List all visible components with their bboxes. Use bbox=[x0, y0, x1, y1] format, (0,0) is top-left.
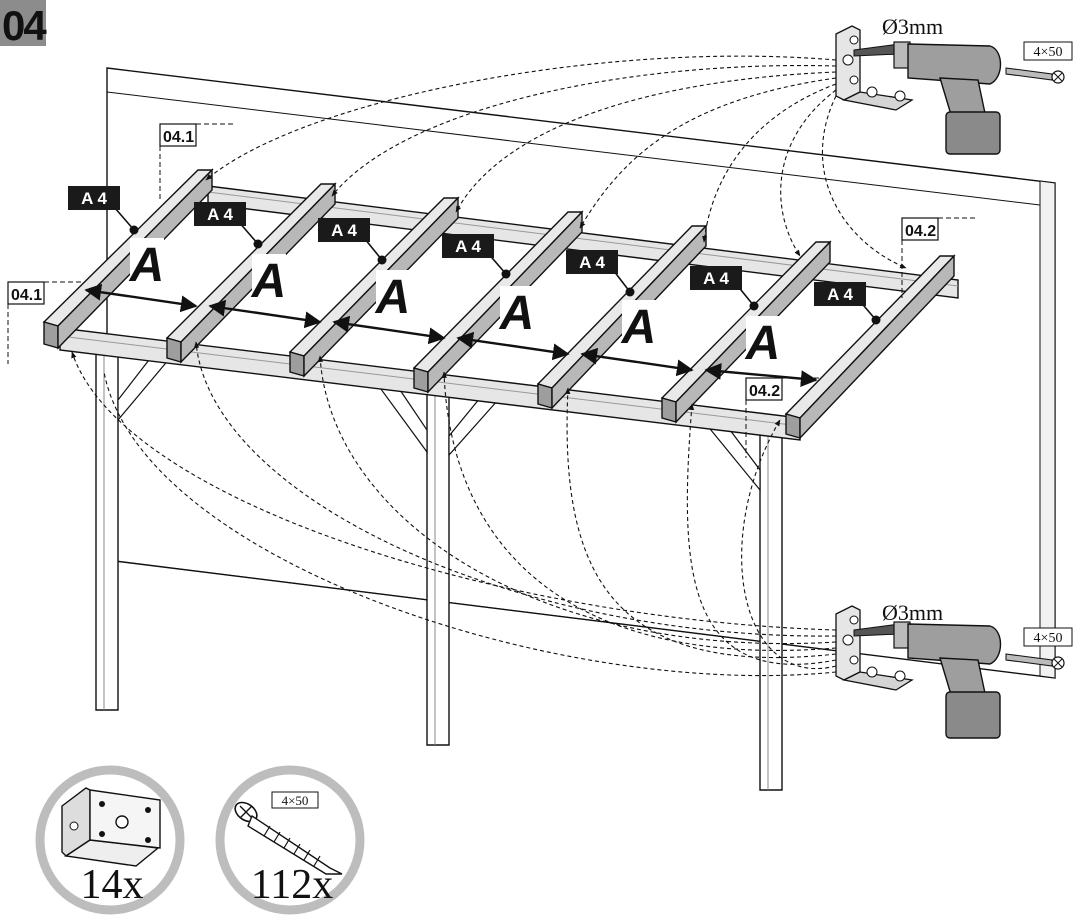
rafter-7 bbox=[784, 254, 956, 440]
part-letter: A bbox=[375, 271, 411, 324]
screw-icon bbox=[1005, 653, 1065, 670]
part-letter: A bbox=[129, 239, 165, 292]
rafter-callout-5: A A 4 bbox=[566, 250, 656, 354]
screw-quantity: 112x bbox=[251, 862, 333, 908]
spacing-arrows bbox=[84, 283, 818, 387]
post-right bbox=[759, 419, 783, 791]
spacing-arrow bbox=[580, 347, 694, 377]
ref-label: 04.2 bbox=[749, 383, 780, 400]
screw-icon bbox=[1005, 67, 1065, 84]
rafter-callout-7: A 4 bbox=[814, 282, 881, 325]
screw-size-label: 4×50 bbox=[1034, 45, 1063, 60]
screw-size-tag: 4×50 bbox=[1023, 627, 1073, 647]
spacing-arrow bbox=[704, 363, 818, 387]
ref-04-2-right: 04.2 bbox=[901, 217, 978, 298]
ref-04-1-top: 04.1 bbox=[159, 123, 236, 200]
drill-icon bbox=[853, 621, 1002, 739]
spacing-arrow bbox=[332, 315, 446, 345]
drill-bit-label: Ø3mm bbox=[882, 600, 943, 625]
angle-bracket-icon bbox=[61, 787, 161, 867]
post-middle bbox=[426, 379, 450, 746]
guide-lines-bottom bbox=[71, 341, 837, 677]
bracket-drill-detail-bottom: Ø3mm 4×50 bbox=[835, 600, 1073, 739]
rafter-callout-4: A A 4 bbox=[442, 234, 534, 340]
ref-04-2-lower: 04.2 bbox=[745, 377, 822, 458]
drill-icon bbox=[853, 41, 1002, 155]
guide-lines-top bbox=[205, 55, 907, 269]
beam-label: A 4 bbox=[703, 269, 729, 288]
spacing-arrow bbox=[84, 283, 198, 313]
beam-label: A 4 bbox=[579, 253, 605, 272]
beam-label: A 4 bbox=[331, 221, 357, 240]
screw-size-label: 4×50 bbox=[1034, 631, 1063, 646]
beam-label: A 4 bbox=[81, 189, 107, 208]
screw-size-label: 4×50 bbox=[282, 793, 309, 808]
hardware-bracket-count: 14x bbox=[35, 765, 185, 915]
ref-label: 04.1 bbox=[163, 129, 194, 146]
bracket-quantity: 14x bbox=[81, 862, 144, 908]
part-callouts: A A 4 A A 4 A A 4 A A 4 bbox=[68, 186, 881, 370]
part-letter: A bbox=[499, 287, 535, 340]
part-letter: A bbox=[251, 255, 287, 308]
angle-bracket-icon bbox=[835, 25, 914, 111]
spacing-arrow bbox=[208, 299, 322, 329]
ref-label: 04.1 bbox=[11, 287, 42, 304]
part-letter: A bbox=[621, 301, 657, 354]
part-letter: A bbox=[745, 317, 781, 370]
rafter-callout-2: A A 4 bbox=[194, 202, 286, 308]
spacing-arrow bbox=[456, 331, 570, 361]
bracket-drill-detail-top: Ø3mm 4×50 bbox=[835, 14, 1073, 155]
angle-bracket-icon bbox=[835, 605, 914, 691]
step-badge: 04 bbox=[0, 0, 49, 49]
post-left bbox=[95, 339, 119, 711]
rafter-callout-1: A A 4 bbox=[68, 186, 164, 292]
screw-icon bbox=[234, 801, 343, 875]
screw-size-tag: 4×50 bbox=[1023, 41, 1073, 61]
beam-label: A 4 bbox=[827, 285, 853, 304]
beam-label: A 4 bbox=[207, 205, 233, 224]
back-beam bbox=[207, 185, 959, 299]
rafter-callout-3: A A 4 bbox=[318, 218, 410, 324]
hardware-screw-count: 4×50 112x bbox=[215, 765, 365, 915]
reference-callouts: 04.1 04.1 04.2 04.2 bbox=[7, 123, 978, 458]
rafter-callout-6: A A 4 bbox=[690, 266, 780, 370]
step-number: 04 bbox=[2, 2, 47, 49]
beam-label: A 4 bbox=[455, 237, 481, 256]
ref-label: 04.2 bbox=[905, 223, 936, 240]
drill-bit-label: Ø3mm bbox=[882, 14, 943, 39]
ref-04-1-left: 04.1 bbox=[7, 281, 84, 364]
